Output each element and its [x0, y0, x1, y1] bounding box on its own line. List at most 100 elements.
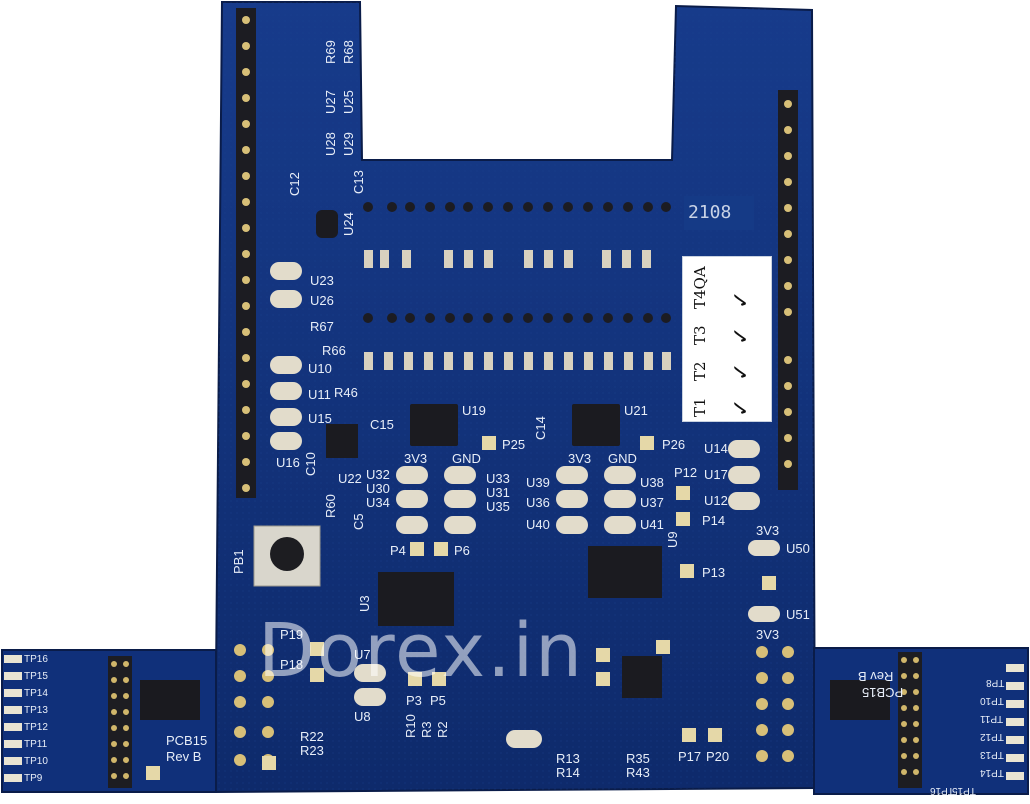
qa-mark-3: ✓	[729, 326, 754, 345]
silk-tp16-right: TP16	[930, 785, 954, 796]
left-module-header	[108, 656, 132, 788]
silk-p3: P3	[406, 693, 422, 708]
resistor-row-bottom	[364, 352, 671, 370]
right-module-header	[898, 652, 922, 788]
silk-tp9-left: TP9	[24, 773, 43, 784]
qa-header-t2: T2	[691, 361, 709, 381]
silk-u19: U19	[462, 403, 486, 418]
left-pin-header	[236, 8, 256, 498]
silk-u30: U30	[366, 481, 390, 496]
silk-tp12-left: TP12	[24, 722, 48, 733]
silk-tp8-right: TP8	[986, 677, 1005, 688]
silk-u40: U40	[526, 517, 550, 532]
silk-u51: U51	[786, 607, 810, 622]
resistor-row-top	[364, 250, 651, 268]
qa-header-t4qa: T4QA	[691, 266, 709, 309]
silk-r43: R43	[626, 765, 650, 780]
silk-u34: U34	[366, 495, 390, 510]
silk-u11: U11	[308, 387, 331, 402]
silk-r23: R23	[300, 743, 324, 758]
bottom-right-header	[756, 646, 794, 762]
silk-3v3-right: 3V3	[756, 523, 780, 538]
top-pin-row	[363, 202, 671, 212]
sot-pairs-center	[354, 440, 780, 748]
silk-tp15-left: TP15	[24, 671, 48, 682]
silk-tp10-left: TP10	[24, 756, 48, 767]
silk-r13: R13	[556, 751, 580, 766]
silk-tp14-left: TP14	[24, 688, 48, 699]
silk-c15: C15	[370, 417, 394, 432]
silk-u35: U35	[486, 499, 510, 514]
silk-r67: R67	[310, 319, 334, 334]
silk-u25: U25	[341, 90, 356, 114]
silk-p26: P26	[662, 437, 686, 452]
silk-tp12-right: TP12	[980, 731, 1004, 742]
silk-tp11-right: TP11	[980, 713, 1004, 724]
silk-u24: U24	[341, 212, 356, 236]
date-code: 2108	[688, 202, 732, 223]
silk-r60: R60	[323, 494, 338, 518]
silk-u12: U12	[704, 493, 728, 508]
silk-r3: R3	[419, 721, 434, 738]
chip-u9	[588, 546, 662, 598]
silk-r10: R10	[403, 714, 418, 738]
silk-u14: U14	[704, 441, 728, 456]
silk-u41: U41	[640, 517, 664, 532]
silk-u17: U17	[704, 467, 728, 482]
silk-r22: R22	[300, 729, 324, 744]
silk-3v3-c: 3V3	[568, 451, 592, 466]
qa-header-t1: T1	[691, 397, 709, 417]
silk-c10: C10	[303, 452, 318, 476]
silk-p18: P18	[280, 657, 304, 672]
silk-u36: U36	[526, 495, 550, 510]
watermark-text: Dorex.in	[258, 608, 585, 694]
silk-u38: U38	[640, 475, 664, 490]
silk-u23: U23	[310, 273, 334, 288]
silk-u31: U31	[486, 485, 510, 500]
silk-u39: U39	[526, 475, 550, 490]
silk-tp16-left: TP16	[24, 654, 48, 665]
silk-u8: U8	[354, 709, 371, 724]
qa-header-t3: T3	[691, 325, 709, 345]
silk-pcb15-right: PCB15	[862, 685, 904, 700]
silk-r68: R68	[341, 40, 356, 64]
left-tp-pads	[4, 655, 22, 782]
silk-r2: R2	[435, 721, 450, 738]
silk-p20: P20	[706, 749, 730, 764]
silk-u7: U7	[354, 647, 371, 662]
silk-p25: P25	[502, 437, 526, 452]
silk-u15: U15	[308, 411, 332, 426]
silk-u27: U27	[323, 90, 338, 114]
silk-u10: U10	[308, 361, 332, 376]
silk-p4: P4	[390, 543, 406, 558]
silk-r66: R66	[322, 343, 346, 358]
mid-pin-row	[363, 313, 671, 323]
silk-c14: C14	[533, 416, 548, 440]
qa-sticker: T1 T2 T3 T4QA ✓ ✓ ✓ ✓	[682, 256, 772, 422]
silk-u37: U37	[640, 495, 664, 510]
chip-u19	[410, 404, 458, 446]
silk-tp11-left: TP11	[24, 739, 48, 750]
silk-r69: R69	[323, 40, 338, 64]
silk-c12: C12	[287, 172, 302, 196]
silk-p12: P12	[674, 465, 698, 480]
silk-c13: C13	[351, 170, 366, 194]
test-pads	[310, 436, 722, 742]
silk-r46: R46	[334, 385, 358, 400]
silk-u26: U26	[310, 293, 334, 308]
chip-u21	[572, 404, 620, 446]
silk-tp14-right: TP14	[980, 767, 1004, 778]
silk-3v3-a: 3V3	[404, 451, 428, 466]
silk-u16: U16	[276, 455, 300, 470]
silk-rev-left: Rev B	[166, 749, 202, 764]
silk-u21: U21	[624, 403, 648, 418]
qa-mark-2: ✓	[729, 362, 754, 381]
silk-tp10-right: TP10	[980, 695, 1004, 706]
silk-tp15-right: TP15	[952, 785, 976, 796]
silk-rev-right: Rev B	[858, 669, 894, 684]
sot-pairs-left	[270, 262, 302, 450]
chip-u3	[378, 572, 454, 626]
silk-p13: P13	[702, 565, 726, 580]
